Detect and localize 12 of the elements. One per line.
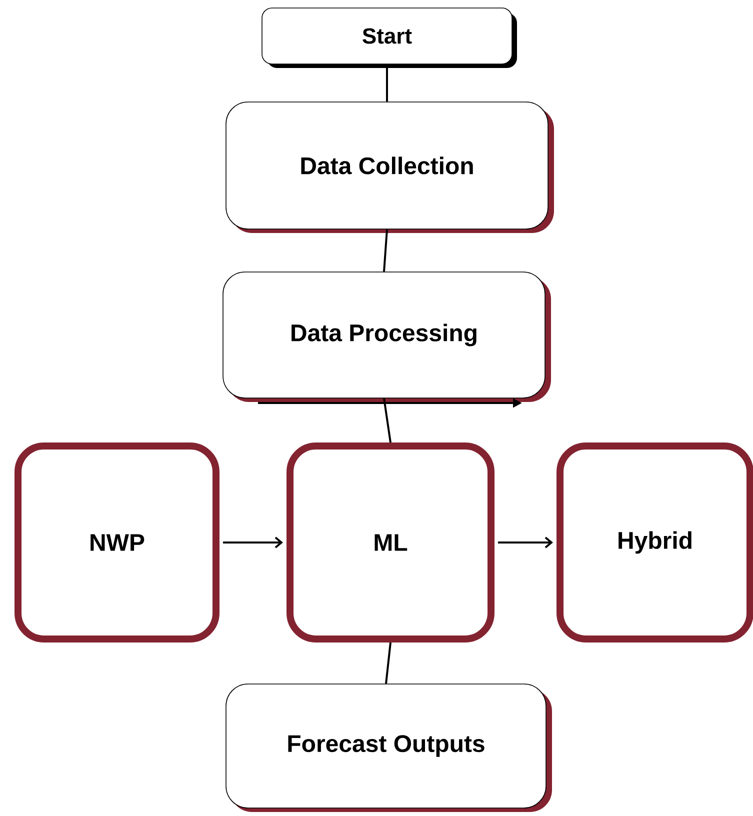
model-box: Hybrid <box>556 442 753 642</box>
process-box: Forecast Outputs <box>226 684 552 812</box>
process-box: Data Processing <box>222 272 551 402</box>
arrow <box>498 536 553 548</box>
connector-line <box>385 642 392 684</box>
process-box: Data Collection <box>226 102 554 233</box>
model-box: ML <box>286 442 494 642</box>
model-box: NWP <box>14 442 220 642</box>
arrow <box>223 536 283 548</box>
connector-line <box>383 229 388 272</box>
connector-line <box>383 398 392 443</box>
terminal-box: Start <box>262 8 517 68</box>
